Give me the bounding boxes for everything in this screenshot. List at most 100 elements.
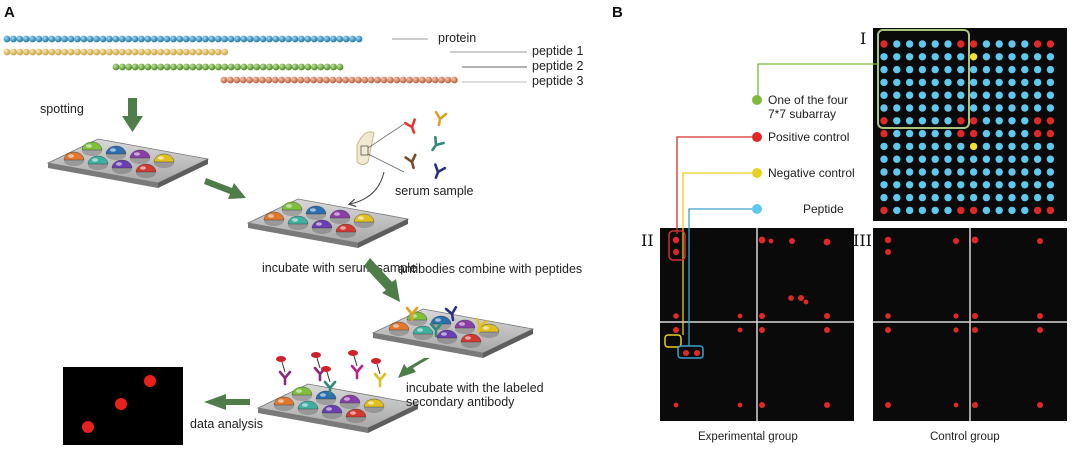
protein-bead <box>93 35 100 43</box>
arrow-to-secondary <box>398 358 430 378</box>
peptide-spot <box>880 168 888 176</box>
peptide-spot <box>969 104 978 112</box>
peptide-spot <box>995 129 1003 138</box>
result-spot <box>115 398 127 410</box>
peptide1-bead <box>176 48 184 56</box>
antibody <box>373 372 387 388</box>
peptide-spot <box>1008 181 1016 189</box>
peptide-spot <box>982 193 991 202</box>
fluorescent-spot <box>885 402 891 408</box>
peptide-spot <box>931 193 939 202</box>
peptide3-bead <box>393 76 401 84</box>
peptide2-bead <box>119 63 126 71</box>
peptide-spot <box>931 65 939 74</box>
fluorescent-spot <box>788 295 794 301</box>
protein-bead <box>42 35 49 43</box>
serum-tube <box>356 123 405 173</box>
peptide-spot <box>957 78 965 87</box>
fluorescent-spot <box>759 402 765 408</box>
peptide-spot <box>893 104 901 112</box>
peptide3-bead <box>419 76 426 84</box>
fluorescent-spot <box>953 313 959 319</box>
peptide-spot <box>1033 168 1042 176</box>
protein-bead <box>246 35 254 43</box>
protein-bead <box>227 35 235 43</box>
fluorescent-spot <box>694 350 700 356</box>
peptide-spot <box>1008 65 1016 74</box>
peptide-spot <box>957 142 965 151</box>
peptide-spot <box>893 142 901 151</box>
peptide1-bead <box>170 48 177 56</box>
panel-b: B I One of the four 7*7 subarray Positiv… <box>612 4 1067 443</box>
peptide3-bead <box>361 76 369 84</box>
peptide-spot <box>1021 78 1029 87</box>
peptide2-bead <box>259 63 267 71</box>
peptide1-bead <box>118 48 126 56</box>
peptide3-bead <box>310 76 317 84</box>
linker <box>353 355 358 367</box>
peptide1-bead <box>80 48 88 56</box>
peptide-spot <box>893 181 901 189</box>
peptide3-bead <box>387 76 394 84</box>
peptide3-bead <box>348 76 356 84</box>
peptide3-bead <box>444 76 452 84</box>
peptide-spot <box>931 181 939 189</box>
protein-bead <box>176 35 184 43</box>
peptide-spot <box>880 142 888 151</box>
positive-control-spot <box>957 129 965 138</box>
peptide-spot <box>982 91 991 99</box>
positive-control-spot <box>1033 129 1042 138</box>
fluorescent-spot <box>683 350 689 356</box>
dome-highlight <box>340 226 346 230</box>
fluorescent-spot <box>953 402 959 408</box>
peptide-spot <box>1008 193 1016 202</box>
positive-control-spot <box>969 206 978 215</box>
peptide-spot <box>918 104 927 112</box>
antibody <box>434 163 447 179</box>
peptide2-bead <box>285 63 293 71</box>
positive-control-spot <box>1046 40 1055 48</box>
fluorescent-spot <box>737 327 743 333</box>
peptide-spot <box>931 91 939 99</box>
fluorescent-spot <box>824 327 830 333</box>
peptide-spot <box>1046 193 1055 202</box>
dome-highlight <box>292 218 298 222</box>
peptide-spot <box>1046 53 1055 61</box>
peptide-spot <box>918 117 927 125</box>
dome-highlight <box>459 322 465 326</box>
fluorescent-spot <box>1037 327 1043 333</box>
peptide-spot <box>1008 142 1016 151</box>
peptide-1-label: peptide 1 <box>532 44 583 58</box>
peptide-spot <box>893 155 901 163</box>
peptide-spot <box>893 65 901 74</box>
peptide-spot <box>969 193 978 202</box>
incubate-secondary-label-2: secondary antibody <box>406 395 515 409</box>
peptide-spot <box>1021 104 1029 112</box>
positive-control-spot <box>957 206 965 215</box>
arrow-to-binding <box>364 258 400 302</box>
legend-negative-label: Negative control <box>768 166 855 180</box>
peptide-spot <box>905 155 914 163</box>
peptide-spot <box>918 206 927 215</box>
legend-positive-dot <box>752 132 762 142</box>
peptide3-bead <box>291 76 298 84</box>
peptide1-bead <box>163 48 171 56</box>
slide-edge <box>373 333 483 358</box>
peptide1-bead <box>48 48 56 56</box>
fluorescent-label <box>311 352 321 358</box>
protein-bead <box>157 35 165 43</box>
dome-highlight <box>158 156 164 160</box>
peptide-spot <box>905 181 914 189</box>
peptide-spot <box>1021 142 1029 151</box>
protein-bead <box>22 35 30 43</box>
slide-edge <box>358 219 408 248</box>
peptide1-bead <box>189 48 197 56</box>
peptide-spot <box>918 168 927 176</box>
fluorescent-spot <box>768 238 774 244</box>
protein-bead <box>10 35 17 43</box>
peptide-spot <box>880 193 888 202</box>
protein-bead <box>189 35 197 43</box>
peptide-spot <box>905 91 914 99</box>
slide-edge <box>48 163 158 188</box>
peptide3-bead <box>438 76 445 84</box>
